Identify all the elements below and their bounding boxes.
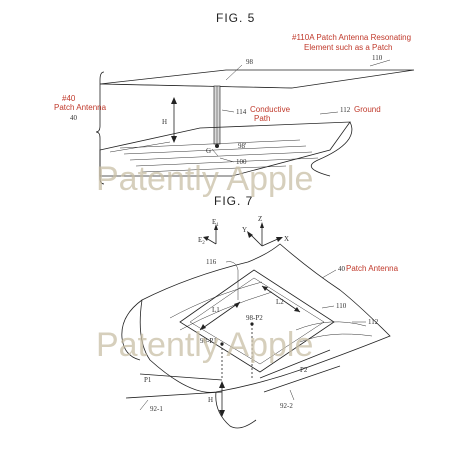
fig5-ref-h: H	[162, 118, 167, 126]
watermark-top: Patently Apple	[96, 160, 313, 198]
fig5-antenna-ref: #40	[62, 94, 76, 103]
fig7-l1-dimension	[199, 301, 241, 331]
fig5-leader-98	[225, 64, 243, 81]
fig7-leader-92-1	[139, 399, 149, 411]
fig5-height-arrow	[171, 97, 177, 143]
fig7-axes	[247, 222, 283, 247]
fig7-ref-e1: E1	[212, 218, 219, 228]
fig7-leader-116	[225, 261, 239, 300]
fig5-ref-98p: 98'	[238, 142, 246, 150]
fig5-patch-label-line2: Element such as a Patch	[304, 43, 393, 52]
fig5-ground-ref: 112	[340, 106, 351, 114]
fig5-ref-114: 114	[236, 108, 247, 116]
fig7-ref-116: 116	[206, 258, 217, 266]
fig7-ref-h: H	[208, 396, 213, 404]
fig7-leader-110	[321, 305, 335, 309]
fig5-patch-label: #110A Patch Antenna Resonating	[292, 33, 411, 42]
fig7-l2-dimension	[261, 285, 301, 313]
fig5-gap-marker	[211, 148, 219, 157]
fig7-ref-98p1: 98-P1	[200, 337, 217, 345]
fig7-ref-x: X	[284, 235, 289, 243]
fig5-patch-plate	[99, 69, 415, 89]
fig7-antenna-ref: 40	[338, 265, 346, 273]
fig7-ref-l2: L2	[276, 298, 284, 306]
fig5-conductive-path	[213, 85, 221, 145]
fig7-ground-sheet	[121, 243, 391, 429]
fig5-leader-110	[369, 59, 391, 67]
fig7-e-field-arrows	[203, 224, 218, 245]
watermark-bottom: Patently Apple	[96, 326, 313, 364]
fig7-ref-z: Z	[258, 215, 262, 223]
fig5-ref-40: 40	[70, 114, 78, 122]
fig5-brace	[95, 71, 105, 185]
fig5-leader-112	[319, 111, 339, 115]
fig7-ref-98p2: 98-P2	[246, 314, 263, 322]
fig7-height-arrow	[219, 381, 225, 417]
fig7-feed-line-p2	[251, 324, 341, 393]
fig5-leader-100	[219, 157, 235, 163]
fig7-antenna-label: Patch Antenna	[346, 264, 399, 273]
fig7-ref-p2: P2	[300, 366, 308, 374]
fig7-ref-p1: P1	[144, 376, 152, 384]
fig7-ref-92-2: 92-2	[280, 402, 293, 410]
fig7-feed-line-p1	[125, 344, 223, 399]
fig5-conductive-label: Conductive	[250, 105, 291, 114]
fig5-leader-114	[221, 109, 235, 113]
fig7-ref-e2: E2	[198, 236, 205, 246]
fig7-leader-92-2	[289, 389, 295, 401]
fig5-feed-point	[215, 144, 219, 148]
fig7-ref-l1: L1	[212, 306, 220, 314]
fig5-ground-plane	[99, 121, 353, 177]
fig7-ref-110: 110	[336, 302, 347, 310]
fig7-ref-112: 112	[368, 318, 379, 326]
fig5-antenna-label: Patch Antenna	[54, 103, 107, 112]
fig5-ground-label: Ground	[354, 105, 381, 114]
fig5-ref-98: 98	[246, 58, 254, 66]
fig5-ref-100: 100	[236, 158, 247, 166]
fig5-conductive-label-line2: Path	[254, 114, 270, 123]
fig5-ref-g: G	[206, 147, 211, 155]
fig7-ref-92-1: 92-1	[150, 405, 163, 413]
fig7-leader-40	[321, 269, 337, 279]
fig7-title: FIG. 7	[214, 194, 253, 208]
fig5-ref-110: 110	[372, 54, 383, 62]
fig7-patch	[179, 269, 335, 373]
fig5-title: FIG. 5	[216, 11, 255, 25]
fig7-ref-y: Y	[242, 226, 247, 234]
